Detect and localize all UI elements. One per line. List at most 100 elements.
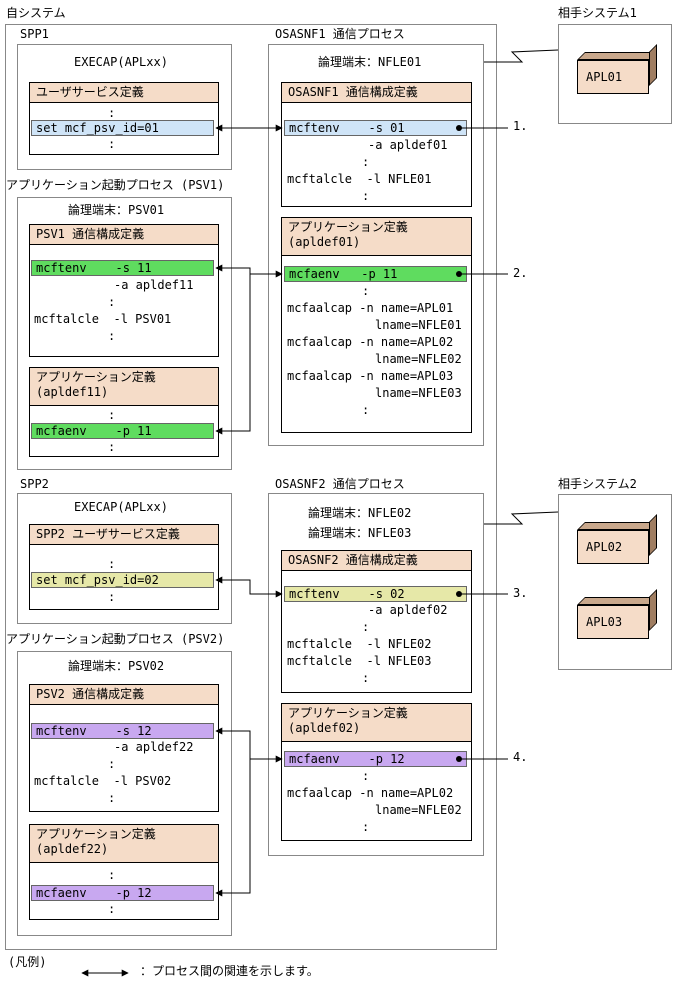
osasnf1-terminal: 論理端末：NFLE01: [318, 55, 422, 69]
psv1-app-dots: :: [108, 408, 116, 422]
apl03-cube: APL03: [577, 605, 649, 639]
psv1-line-3: :: [108, 329, 116, 343]
osasnf1-app-title: アプリケーション定義: [288, 220, 408, 234]
osasnf2-app-section: アプリケーション定義 (apldef02): [281, 703, 472, 841]
osasnf1-app-line-4: lname=NFLE02: [375, 352, 462, 366]
spp1-label: SPP1: [20, 27, 49, 41]
bracket-psv2: [215, 727, 251, 897]
osasnf2-app-line-0: :: [362, 769, 370, 783]
marker-1: 1.: [513, 119, 528, 133]
psv2-mcftenv-line: mcftenv -s 12: [31, 723, 214, 739]
legend-text: ：プロセス間の関連を示します。: [140, 964, 319, 978]
spp1-execap: EXECAP(APLxx): [74, 55, 168, 69]
psv1-mcfaenv-line: mcfaenv -p 11: [31, 423, 214, 439]
osasnf1-app-line-1: mcfaalcap -n name=APL01: [287, 301, 454, 315]
osasnf1-app-line-0: :: [362, 284, 370, 298]
psv1-app-dots2: :: [108, 440, 116, 454]
osasnf2-app-line-1: mcfaalcap -n name=APL02: [287, 786, 454, 800]
spp1-section-title: ユーザサービス定義: [30, 83, 218, 103]
osasnf1-app-line-6: lname=NFLE03: [375, 386, 462, 400]
osasnf2-mcftenv-line: mcftenv -s 02: [284, 586, 467, 602]
osasnf1-app-line-7: :: [362, 403, 370, 417]
spp2-user-service-section: SPP2 ユーザサービス定義: [29, 524, 219, 610]
osasnf1-label: OSASNF1 通信プロセス: [275, 27, 405, 41]
marker-4: 4.: [513, 750, 528, 764]
osasnf2-mcfaenv-line: mcfaenv -p 12: [284, 751, 467, 767]
spp2-label: SPP2: [20, 477, 49, 491]
osasnf2-app-line-3: :: [362, 820, 370, 834]
psv2-comm-section: PSV2 通信構成定義: [29, 684, 219, 812]
spp2-section-title: SPP2 ユーザサービス定義: [30, 525, 218, 545]
osasnf1-app-line-2: lname=NFLE01: [375, 318, 462, 332]
osasnf1-app-section: アプリケーション定義 (apldef01): [281, 217, 472, 433]
spp2-dots2: :: [108, 590, 116, 604]
osasnf1-comm-section: OSASNF1 通信構成定義: [281, 82, 472, 207]
spp1-dots2: :: [108, 137, 116, 151]
psv2-line-2: mcftalcle -l PSV02: [34, 774, 172, 788]
osasnf2-app-title: アプリケーション定義: [288, 706, 408, 720]
network-link-1: [484, 49, 559, 63]
spp2-dots: :: [108, 557, 116, 571]
osasnf2-line-1: :: [362, 620, 370, 634]
osasnf1-line-0: -a apldef01: [368, 138, 448, 152]
osasnf2-comm-title: OSASNF2 通信構成定義: [282, 551, 471, 571]
osasnf1-line-1: :: [362, 155, 370, 169]
psv1-comm-section: PSV1 通信構成定義: [29, 224, 219, 357]
spp2-psv-id-line: set mcf_psv_id=02: [31, 572, 214, 588]
psv1-comm-title: PSV1 通信構成定義: [30, 225, 218, 245]
osasnf1-mcftenv-line: mcftenv -s 01: [284, 120, 467, 136]
marker-2: 2.: [513, 266, 528, 280]
psv1-app-section: アプリケーション定義 (apldef11): [29, 367, 219, 457]
bracket-psv1: [215, 264, 251, 435]
osasnf1-line-3: :: [362, 189, 370, 203]
psv1-line-2: mcftalcle -l PSV01: [34, 312, 172, 326]
osasnf1-line-2: mcftalcle -l NFLE01: [287, 172, 432, 186]
network-link-2: [484, 511, 559, 525]
spp1-psv-id-line: set mcf_psv_id=01: [31, 120, 214, 136]
psv2-label: アプリケーション起動プロセス (PSV2): [6, 632, 225, 646]
osasnf1-comm-title: OSASNF1 通信構成定義: [282, 83, 471, 103]
osasnf2-line-0: -a apldef02: [368, 603, 448, 617]
psv2-terminal: 論理端末：PSV02: [68, 659, 165, 673]
osasnf2-label: OSASNF2 通信プロセス: [275, 477, 405, 491]
psv1-line-0: -a apldef11: [114, 278, 194, 292]
psv1-label: アプリケーション起動プロセス (PSV1): [6, 178, 225, 192]
psv1-app-title: アプリケーション定義: [36, 370, 156, 384]
psv2-line-1: :: [108, 757, 116, 771]
own-system-label: 自システム: [6, 6, 66, 20]
osasnf2-terminal-1: 論理端末：NFLE02: [308, 506, 412, 520]
osasnf1-app-line-5: mcfaalcap -n name=APL03: [287, 369, 454, 383]
psv2-line-0: -a apldef22: [114, 740, 194, 754]
legend-title: (凡例): [8, 955, 47, 969]
psv1-app-sub: (apldef11): [36, 385, 109, 399]
psv1-line-1: :: [108, 295, 116, 309]
osasnf2-app-line-2: lname=NFLE02: [375, 803, 462, 817]
apl02-cube: APL02: [577, 530, 649, 564]
spp1-user-service-section: ユーザサービス定義: [29, 82, 219, 155]
osasnf2-line-3: mcftalcle -l NFLE03: [287, 654, 432, 668]
spp1-dots: :: [108, 106, 116, 120]
psv1-mcftenv-line: mcftenv -s 11: [31, 260, 214, 276]
psv2-app-dots: :: [108, 868, 116, 882]
psv1-terminal: 論理端末：PSV01: [68, 203, 165, 217]
osasnf2-app-sub: (apldef02): [288, 721, 361, 735]
osasnf2-terminal-2: 論理端末：NFLE03: [308, 526, 412, 540]
psv2-app-sub: (apldef22): [36, 842, 109, 856]
osasnf2-comm-section: OSASNF2 通信構成定義: [281, 550, 472, 693]
psv2-comm-title: PSV2 通信構成定義: [30, 685, 218, 705]
osasnf1-mcfaenv-line: mcfaenv -p 11: [284, 266, 467, 282]
osasnf2-line-4: :: [362, 671, 370, 685]
arrow-spp2-osasnf2: [215, 576, 283, 598]
psv2-app-section: アプリケーション定義 (apldef22): [29, 824, 219, 920]
apl01-cube: APL01: [577, 60, 649, 94]
marker-3: 3.: [513, 586, 528, 600]
spp2-execap: EXECAP(APLxx): [74, 500, 168, 514]
osasnf1-app-line-3: mcfaalcap -n name=APL02: [287, 335, 454, 349]
osasnf2-line-2: mcftalcle -l NFLE02: [287, 637, 432, 651]
psv2-app-title: アプリケーション定義: [36, 827, 156, 841]
psv2-app-dots2: :: [108, 902, 116, 916]
osasnf1-app-sub: (apldef01): [288, 235, 361, 249]
partner2-label: 相手システム2: [558, 477, 637, 491]
psv2-mcfaenv-line: mcfaenv -p 12: [31, 885, 214, 901]
